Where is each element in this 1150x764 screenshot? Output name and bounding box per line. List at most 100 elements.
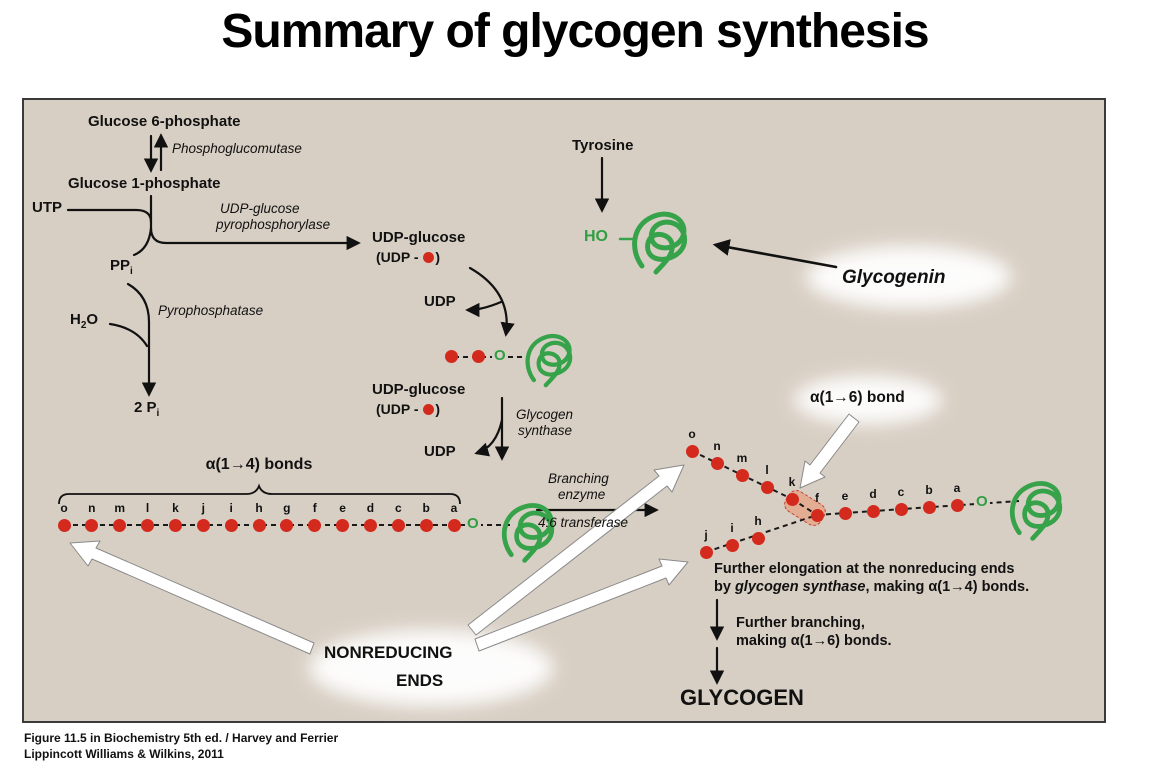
udp-glucose-cofactor-2: (UDP - )	[376, 401, 441, 417]
glucose-residue-icon	[423, 252, 435, 263]
chain-dot	[363, 518, 377, 532]
alpha16-pointer-arrow	[799, 413, 860, 489]
chain-dot-letter: h	[255, 501, 263, 515]
pyrophosphatase-label: Pyrophosphatase	[158, 303, 264, 318]
udp-paren-open: (UDP -	[376, 249, 423, 265]
chain-dot	[224, 518, 238, 532]
chain-dot	[447, 518, 461, 532]
nonreducing-arrow-lower-right	[474, 558, 689, 652]
glycogen-synthesis-diagram: Glucose 6-phosphate Phosphoglucomutase G…	[22, 98, 1106, 723]
phosphoglucomutase-label: Phosphoglucomutase	[172, 141, 302, 156]
chain-dot-letter: c	[897, 485, 905, 499]
ho-label: HO	[584, 228, 608, 245]
glucose-1-phosphate-label: Glucose 1-phosphate	[68, 175, 221, 192]
chain-dot-letter: m	[736, 451, 748, 465]
ppi-label: PPi	[110, 257, 133, 277]
h2o-o: O	[86, 311, 99, 328]
left-chain-o-label: O	[465, 515, 481, 533]
chain-dot	[336, 518, 350, 532]
two-p-subscript: i	[156, 408, 160, 419]
primer-coil-icon	[528, 336, 571, 385]
figure-caption: Figure 11.5 in Biochemistry 5th ed. / Ha…	[24, 731, 338, 762]
glycogen-coils	[504, 214, 1060, 560]
utp-pathway-lines	[66, 194, 361, 257]
chain-dot	[922, 500, 936, 514]
h2o-label: H2O	[70, 311, 99, 331]
pp-subscript: i	[130, 266, 133, 277]
chain-dot-letter: l	[145, 501, 150, 515]
chain-dot-letter: d	[869, 487, 877, 501]
pp-text: PP	[110, 257, 131, 274]
chain-dot	[113, 518, 127, 532]
reaction-arrows	[66, 133, 838, 685]
chain-dot	[472, 350, 485, 363]
chain-dot	[710, 456, 724, 470]
elongation-text-line2: by glycogen synthase, making α(1→4) bond…	[714, 579, 1029, 596]
udp-glucose-addition-arrow-1	[465, 266, 515, 337]
udp-paren-open: (UDP -	[376, 401, 423, 417]
chain-dot	[445, 350, 458, 363]
chain-dot	[141, 518, 155, 532]
transferase-label: 4:6 transferase	[538, 515, 629, 530]
chain-dot-letter: i	[730, 521, 734, 535]
chain-dot-letter: a	[953, 481, 961, 495]
primer-o-label: O	[492, 347, 508, 365]
chain-dot	[85, 518, 99, 532]
alpha16-cloud	[794, 376, 942, 424]
branching-enzyme-label-line1: Branching	[548, 471, 609, 486]
chain-dot-letter: b	[422, 501, 430, 515]
chain-dot	[391, 518, 405, 532]
chain-dot	[419, 518, 433, 532]
chain-dot-letter: o	[688, 427, 696, 441]
elongation-text-line1: Further elongation at the nonreducing en…	[714, 561, 1015, 577]
glycogen-synthase-label-line1: Glycogen	[516, 407, 574, 422]
chain-dot	[280, 518, 294, 532]
elongation-by: by	[714, 579, 735, 595]
chain-dot-letter: j	[201, 501, 205, 515]
chain-dot	[866, 504, 880, 518]
alpha-1-6-bond-label: α(1→6) bond	[810, 389, 905, 406]
udp-paren-close: )	[435, 401, 441, 417]
h2o-subscript: 2	[80, 320, 87, 331]
udp-glucose-label-1: UDP-glucose	[372, 229, 466, 246]
chain-dot-letter: n	[713, 439, 721, 453]
chain-dot	[57, 518, 71, 532]
two-p-text: 2 P	[134, 399, 157, 416]
udp-glucose-label-2: UDP-glucose	[372, 381, 466, 398]
chain-dot-letter: n	[88, 501, 96, 515]
chain-dot-letter: f	[312, 501, 317, 515]
glycogenin-label: Glycogenin	[842, 267, 946, 288]
chain-dot	[838, 506, 852, 520]
tyrosine-label: Tyrosine	[572, 137, 634, 154]
udp-released-label-2: UDP	[424, 443, 456, 460]
nonreducing-cloud	[309, 630, 553, 706]
left-chain-coil-icon	[504, 505, 552, 560]
chain-dot-letter: k	[788, 475, 796, 489]
chain-dot-letter: c	[394, 501, 402, 515]
udp-paren-close: )	[435, 249, 441, 265]
figure-caption-line1: Figure 11.5 in Biochemistry 5th ed. / Ha…	[24, 731, 339, 745]
chain-dot	[252, 518, 266, 532]
chain-dot-letter: a	[450, 501, 458, 515]
white-callout-arrows	[69, 413, 860, 655]
chain-brace	[58, 483, 461, 505]
glycogen-label: GLYCOGEN	[680, 685, 804, 710]
pyrophosphorylase-label-line1: UDP-glucose	[220, 201, 300, 216]
chain-dot	[894, 502, 908, 516]
chain-dot-letter: e	[841, 489, 849, 503]
udp-glucose-cofactor-1: (UDP - )	[376, 249, 441, 265]
glycogen-synthase-arrow	[474, 396, 510, 461]
chain-dot-letter: i	[229, 501, 233, 515]
nonreducing-arrow-upper-right	[467, 464, 685, 636]
glucose-6-phosphate-label: Glucose 6-phosphate	[88, 113, 241, 130]
chain-dot-letter: j	[704, 528, 708, 542]
udp-released-label-1: UDP	[424, 293, 456, 310]
nonreducing-ends-label-line2: ENDS	[396, 671, 444, 690]
elongation-enzyme-name: glycogen synthase	[734, 579, 866, 595]
chain-dot	[308, 518, 322, 532]
chain-dot	[760, 480, 774, 494]
right-chain-coil-icon	[1012, 483, 1060, 538]
chain-dot	[168, 518, 182, 532]
chain-dot-letter: e	[339, 501, 346, 515]
